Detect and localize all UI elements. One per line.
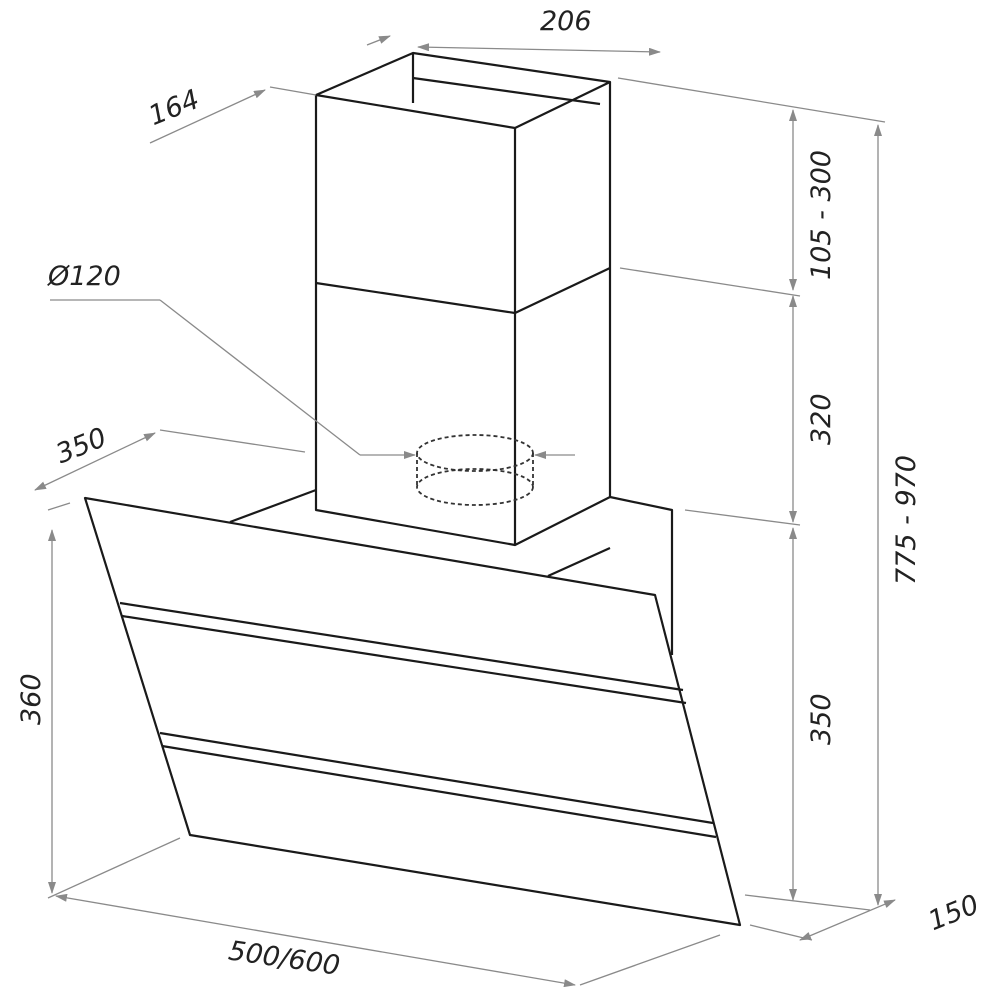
dim-total-height: 775 - 970: [891, 455, 922, 585]
dim-upper-chimney: 105 - 300: [806, 150, 837, 280]
chimney: [314, 51, 612, 547]
dim-lower-chimney: 320: [806, 393, 837, 445]
dim-glass-height: 360: [16, 673, 47, 725]
dim-hood-depth: 350: [52, 422, 111, 470]
hood-body: [83, 488, 742, 927]
dim-chimney-width: 206: [540, 6, 592, 37]
dim-hood-height: 350: [806, 693, 837, 745]
dimension-lines: [34, 35, 896, 988]
duct-outlet: [416, 434, 534, 506]
dim-duct-diameter: Ø120: [47, 261, 121, 292]
dim-base-depth: 150: [924, 889, 983, 937]
dim-chimney-depth: 164: [144, 84, 203, 132]
